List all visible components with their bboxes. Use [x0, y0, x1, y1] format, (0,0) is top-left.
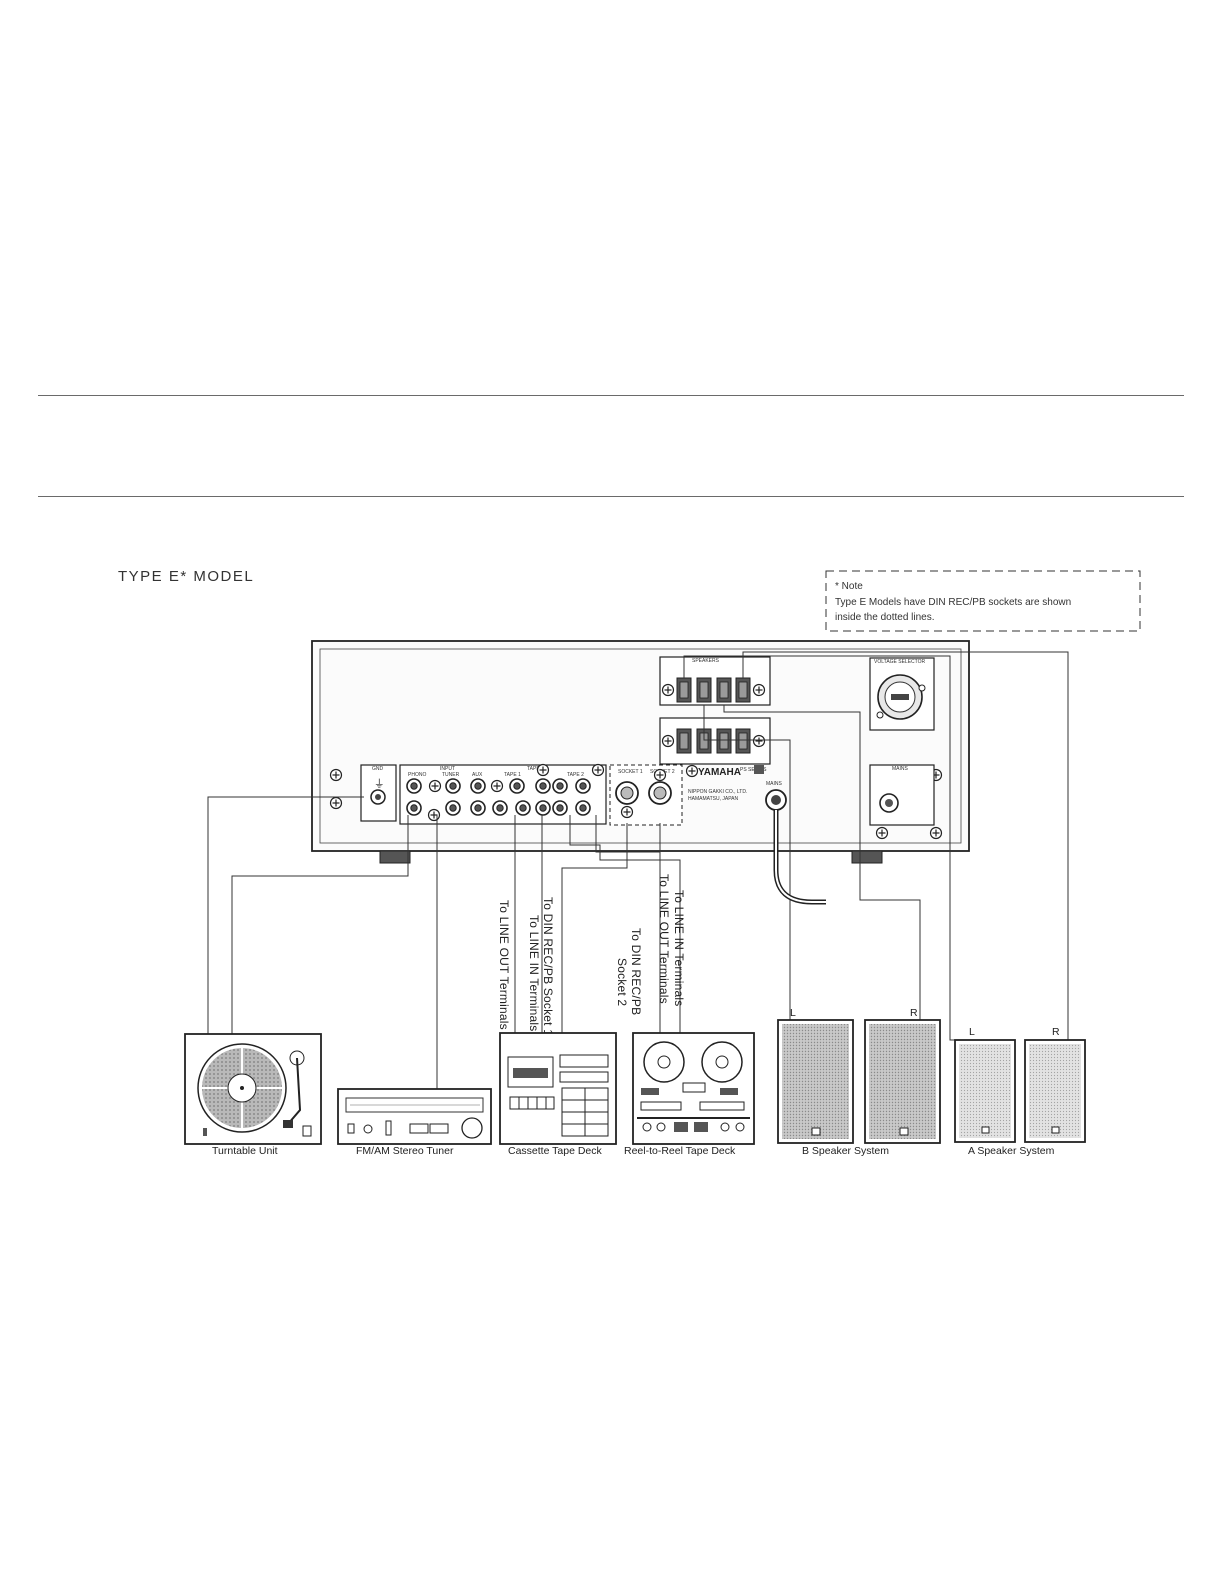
place-label: HAMAMATSU, JAPAN: [688, 796, 738, 802]
tuner-label: FM/AM Stereo Tuner: [356, 1145, 454, 1157]
turntable-unit: [184, 1033, 322, 1145]
a-speaker-right-label: R: [1052, 1026, 1060, 1038]
mains-cord-entry: MAINS: [765, 781, 787, 811]
maker-label: NIPPON GAKKI CO., LTD.: [688, 789, 747, 795]
note-line-1: Type E Models have DIN REC/PB sockets ar…: [835, 597, 1071, 608]
socket1-label: SOCKET 1: [618, 769, 643, 775]
mains-cord-label: MAINS: [766, 781, 783, 787]
fm-am-tuner: [337, 1088, 492, 1145]
note-heading: * Note: [835, 581, 863, 592]
bottom-rule: [38, 496, 1184, 497]
voltage-selector: VOLTAGE SELECTOR: [869, 657, 935, 731]
phono-label: PHONO: [408, 772, 426, 778]
brand-logo: YAMAHA: [698, 767, 741, 778]
input-label: INPUT: [440, 766, 455, 772]
mains-cord: [773, 810, 826, 905]
top-rule: [38, 395, 1184, 396]
tape2-label: TAPE 2: [567, 772, 584, 778]
a-speaker-left-label: L: [969, 1026, 975, 1038]
mains-outlet-label: MAINS: [892, 766, 909, 772]
din-socket1-label: To DIN REC/PB Socket 1: [541, 897, 555, 1036]
input-jack-panel: INPUT TAPE PHONO TUNER AUX TAPE 1 TAPE 2: [399, 763, 607, 825]
connection-wires: [207, 651, 1069, 1089]
din-socket-panel: SOCKET 1 SOCKET 2: [609, 764, 683, 826]
aux-label: AUX: [472, 772, 483, 778]
ground-symbol-icon: ⏚: [374, 778, 385, 790]
a-speaker-system-label: A Speaker System: [968, 1145, 1055, 1157]
reel-to-reel-tape-deck: [632, 1032, 755, 1145]
b-speaker-left-label: L: [790, 1007, 796, 1019]
reel-to-reel-label: Reel-to-Reel Tape Deck: [624, 1145, 736, 1157]
din-socket2-label-b: Socket 2: [615, 958, 629, 1006]
din-socket2-label-a: To DIN REC/PB: [629, 928, 643, 1015]
diagram-title: TYPE E* MODEL: [118, 568, 254, 585]
turntable-label: Turntable Unit: [212, 1145, 278, 1157]
b-speaker-right-label: R: [910, 1007, 918, 1019]
gnd-label: GND: [372, 766, 384, 772]
tuner-label: TUNER: [442, 772, 460, 778]
cassette-tape-deck: [499, 1032, 617, 1145]
tape1-label: TAPE 1: [504, 772, 521, 778]
speakers-label: SPEAKERS: [692, 658, 720, 664]
series-label: PS SERIES: [740, 767, 767, 773]
gnd-terminal: GND ⏚: [360, 764, 397, 822]
line-out-label-reel: To LINE OUT Terminals: [657, 874, 671, 1004]
mains-outlet: MAINS: [869, 764, 943, 840]
cassette-label: Cassette Tape Deck: [508, 1145, 603, 1157]
amplifier-rear-panel: GND ⏚ INPUT TAPE PHONO TUNER AUX TAPE 1 …: [311, 640, 970, 864]
tape-label: TAPE: [527, 766, 540, 772]
a-speaker-left: [954, 1039, 1016, 1143]
a-speaker-right: [1024, 1039, 1086, 1143]
note-box: * Note Type E Models have DIN REC/PB soc…: [825, 570, 1141, 632]
b-speaker-left: [777, 1019, 854, 1144]
note-line-2: inside the dotted lines.: [835, 612, 935, 623]
voltage-selector-label: VOLTAGE SELECTOR: [874, 659, 926, 665]
line-in-label-reel: To LINE IN Terminals: [672, 890, 686, 1006]
b-speaker-system-label: B Speaker System: [802, 1145, 889, 1157]
speaker-terminals: SPEAKERS: [659, 656, 771, 765]
b-speaker-right: [864, 1019, 941, 1144]
nameplate: YAMAHA PS SERIES NIPPON GAKKI CO., LTD. …: [685, 764, 767, 802]
line-in-label-cassette: To LINE IN Terminals: [527, 915, 541, 1031]
line-out-label-cassette: To LINE OUT Terminals: [497, 900, 511, 1030]
